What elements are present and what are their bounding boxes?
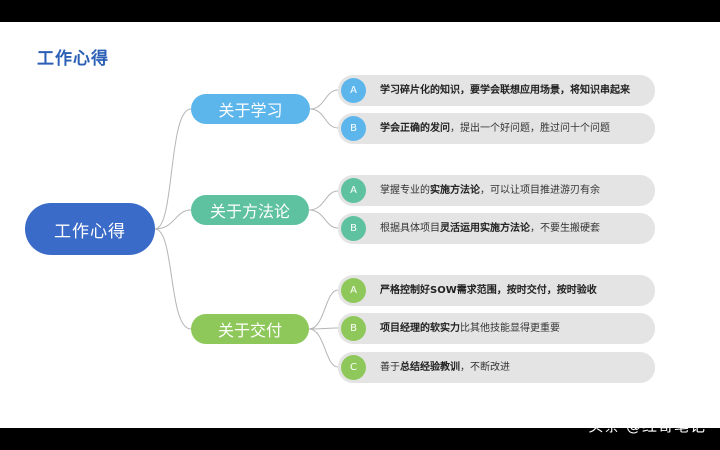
item-text: 掌握专业的实施方法论，可以让项目推进游刃有余: [380, 175, 600, 206]
item-learning-a: A 学习碎片化的知识，要学会联想应用场景，将知识串起来: [338, 75, 655, 106]
item-text-normal: 善于: [380, 362, 400, 373]
badge-b: B: [341, 216, 366, 241]
item-text-bold: 灵活运用实施方法论: [440, 223, 530, 234]
item-text-normal: ，不断改进: [460, 362, 510, 373]
item-text: 项目经理的软实力比其他技能显得更重要: [380, 313, 560, 344]
item-text-normal: ，不要生搬硬套: [530, 223, 600, 234]
item-text-normal: 根据具体项目: [380, 223, 440, 234]
item-text: 学习碎片化的知识，要学会联想应用场景，将知识串起来: [380, 75, 630, 106]
item-text: 学会正确的发问，提出一个好问题，胜过问十个问题: [380, 113, 610, 144]
item-learning-b: B 学会正确的发问，提出一个好问题，胜过问十个问题: [338, 113, 655, 144]
item-text-bold: 严格控制好SOW需求范围，按时交付，按时验收: [380, 285, 597, 296]
watermark: 头条 @红哥笔记: [588, 417, 706, 435]
branch-delivery: 关于交付: [191, 314, 309, 344]
badge-c: C: [341, 355, 366, 380]
item-text-bold: 实施方法论: [430, 185, 480, 196]
branch-methodology: 关于方法论: [191, 195, 309, 225]
branch-learning: 关于学习: [191, 94, 310, 124]
badge-b: B: [341, 316, 366, 341]
item-text-normal: ，可以让项目推进游刃有余: [480, 185, 600, 196]
root-node: 工作心得: [25, 203, 155, 255]
connector-lines: [154, 89, 339, 368]
item-text: 根据具体项目灵活运用实施方法论，不要生搬硬套: [380, 213, 600, 244]
item-text-normal: 比其他技能显得更重要: [460, 323, 560, 334]
item-text-bold: 学习碎片化的知识，要学会联想应用场景，将知识串起来: [380, 85, 630, 96]
item-methodology-a: A 掌握专业的实施方法论，可以让项目推进游刃有余: [338, 175, 655, 206]
item-methodology-b: B 根据具体项目灵活运用实施方法论，不要生搬硬套: [338, 213, 655, 244]
badge-a: A: [341, 178, 366, 203]
slide: 工作心得 工作心得 关于学习 关于方法论 关于交付 A 学习碎片化的知识，要学会…: [0, 22, 720, 428]
item-text-bold: 学会正确的发问: [380, 123, 450, 134]
item-delivery-b: B 项目经理的软实力比其他技能显得更重要: [338, 313, 655, 344]
item-text-bold: 项目经理的软实力: [380, 323, 460, 334]
item-text-bold: 总结经验教训: [400, 362, 460, 373]
item-text: 严格控制好SOW需求范围，按时交付，按时验收: [380, 275, 597, 306]
item-text-normal: ，提出一个好问题，胜过问十个问题: [450, 123, 610, 134]
item-delivery-c: C 善于总结经验教训，不断改进: [338, 352, 655, 383]
badge-a: A: [341, 78, 366, 103]
item-text-normal: 掌握专业的: [380, 185, 430, 196]
item-text: 善于总结经验教训，不断改进: [380, 352, 510, 383]
item-delivery-a: A 严格控制好SOW需求范围，按时交付，按时验收: [338, 275, 655, 306]
slide-title: 工作心得: [37, 49, 109, 69]
badge-b: B: [341, 116, 366, 141]
badge-a: A: [341, 278, 366, 303]
